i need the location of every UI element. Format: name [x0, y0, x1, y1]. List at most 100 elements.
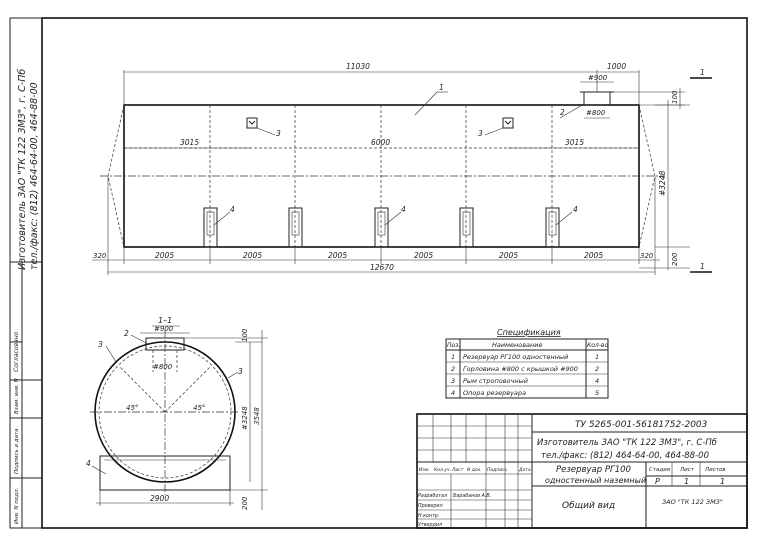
section-callout-3b: 3: [238, 367, 243, 376]
section-dim-overall: 3548: [253, 407, 261, 425]
section-dim-top: 100: [241, 328, 249, 342]
section-dim-width: 2900: [150, 494, 169, 503]
tb-sheet: 1: [684, 477, 689, 486]
tb-role-approver: Утвердил: [418, 522, 442, 528]
front-view: 11030 1000 #900 #800 100 3015 6000 3015 …: [92, 62, 712, 275]
tb-col-izm: Изм.: [419, 467, 430, 473]
dim-pitch-6: 2005: [584, 251, 603, 260]
side-maker-text: Изготовитель ЗАО "ТК 122 ЗМЗ", г. С-Пб т…: [17, 69, 40, 270]
tb-col-kolvo: Кол.уч.: [434, 467, 451, 473]
section-support: [99, 455, 231, 491]
section-mark-top: 1: [700, 68, 705, 77]
support-3: [374, 207, 389, 248]
callout-4b: 4: [573, 205, 578, 214]
tb-stage-label: Стадия: [649, 467, 671, 473]
callout-1: 1: [439, 83, 444, 92]
dim-hatch-outer: #900: [588, 74, 608, 82]
dim-pitch-3: 2005: [328, 251, 347, 260]
tb-sheet-label: Лист: [679, 467, 695, 473]
dim-span-left: 3015: [180, 138, 199, 147]
section-angle-right: 45°: [193, 404, 205, 412]
spec-row-3-qty: 4: [595, 377, 599, 385]
section-callout-4: 4: [86, 459, 91, 468]
spec-row-2-qty: 2: [595, 365, 599, 373]
callout-3a: 3: [276, 129, 281, 138]
callout-2: 2: [560, 108, 565, 117]
spec-row-2-name: Горловина #800 с крышкой #900: [463, 365, 578, 373]
spec-table: Спецификация Поз. Наименование Кол-во 1 …: [445, 328, 609, 399]
dim-pitch-2: 2005: [243, 251, 262, 260]
title-block: Изм. Кол.уч. Лист N док. Подпись Дата Ра…: [416, 413, 748, 529]
tb-product-line1: Резервуар РГ100: [556, 465, 631, 475]
lifting-lug-right: [502, 117, 514, 129]
hatch-neck: [583, 91, 611, 106]
tb-col-list: Лист: [451, 467, 464, 473]
tb-stage: Р: [655, 477, 660, 486]
tb-company: ЗАО "ТК 122 ЗМЗ": [662, 498, 723, 506]
support-4: [459, 207, 474, 248]
support-5: [545, 207, 560, 248]
tb-sheets-label: Листов: [704, 467, 726, 473]
dim-pitch-5: 2005: [499, 251, 518, 260]
tb-doc-code: ТУ 5265-001-56181752-2003: [575, 420, 708, 430]
spec-row-1-qty: 1: [595, 353, 599, 361]
section-dim-hatch-outer: #900: [154, 325, 174, 333]
section-view: 1–1 #900 #800 45° 45° 2 3 3 4: [86, 316, 268, 510]
dim-pitch-1: 2005: [155, 251, 174, 260]
section-dim-bottom: 200: [241, 496, 249, 510]
tb-role-developer: Разработал: [418, 493, 447, 499]
dim-hatch-height: 100: [671, 90, 679, 104]
spec-row-3-name: Рым строповочный: [463, 377, 528, 385]
section-dim-diam: #3248: [241, 406, 249, 430]
dim-overall-top: 11030: [346, 62, 370, 71]
section-callout-3a: 3: [98, 340, 103, 349]
spec-header-pos: Поз.: [447, 342, 460, 349]
spec-row-1-name: Резервуар РГ100 одностенный: [463, 353, 568, 361]
support-2: [288, 207, 303, 248]
inner-frame: [41, 17, 748, 529]
tb-product-line2: одностенный наземный: [545, 476, 646, 485]
callout-3b: 3: [478, 129, 483, 138]
stamp-podpis-data: Подпись и дата: [14, 428, 20, 474]
dim-height: #3248: [658, 170, 667, 196]
tb-sheets: 1: [720, 477, 725, 486]
tb-role-checker: Проверил: [418, 503, 443, 509]
dim-pitch-4: 2005: [414, 251, 433, 260]
tb-view-name: Общий вид: [562, 501, 615, 511]
dim-end-left: 320: [93, 252, 107, 260]
support-1: [203, 207, 218, 248]
section-angle-left: 45°: [126, 404, 138, 412]
side-maker-line2: тел./факс: (812) 464-64-00, 464-88-00: [29, 82, 40, 270]
section-dim-hatch-inner: #800: [153, 363, 173, 371]
spec-header-name: Наименование: [492, 341, 543, 349]
spec-row-2-pos: 2: [451, 365, 455, 373]
spec-title: Спецификация: [497, 328, 561, 337]
tb-col-ndok: N док.: [467, 467, 482, 473]
side-maker-line1: Изготовитель ЗАО "ТК 122 ЗМЗ", г. С-Пб: [17, 69, 28, 270]
tb-maker-line2: тел./факс: (812) 464-64-00, 464-88-00: [541, 451, 709, 461]
dim-overall-bottom: 12670: [370, 263, 394, 272]
section-mark-bottom: 1: [700, 262, 705, 271]
spec-row-1-pos: 1: [451, 353, 455, 361]
section-title: 1–1: [158, 316, 172, 325]
stamp-inv-podl: Инв. N подл.: [14, 487, 20, 524]
spec-header-qty: Кол-во: [587, 342, 608, 349]
spec-row-4-pos: 4: [451, 389, 455, 397]
tb-developer-name: Барабанов А.В.: [453, 493, 491, 499]
dim-hatch-inner: #800: [586, 109, 606, 117]
tb-col-data: Дата: [518, 467, 531, 473]
spec-row-4-qty: 5: [595, 389, 599, 397]
dim-hatch-offset: 1000: [607, 62, 626, 71]
tb-maker-line1: Изготовитель ЗАО "ТК 122 ЗМЗ", г. С-Пб: [537, 438, 717, 448]
spec-row-4-name: Опора резервуара: [463, 389, 526, 397]
dim-span-mid: 6000: [371, 138, 390, 147]
section-callout-2: 2: [124, 329, 129, 338]
callout-4c: 4: [401, 205, 406, 214]
tb-col-podpis: Подпись: [487, 467, 508, 473]
stamp-vzam-inv: Взам. инв. N: [14, 378, 20, 414]
lifting-lug-left: [246, 117, 258, 129]
callout-4a: 4: [230, 205, 235, 214]
dim-bottom-gap: 200: [671, 252, 679, 266]
left-stamp: Согласовано Взам. инв. N Подпись и дата …: [10, 261, 42, 528]
